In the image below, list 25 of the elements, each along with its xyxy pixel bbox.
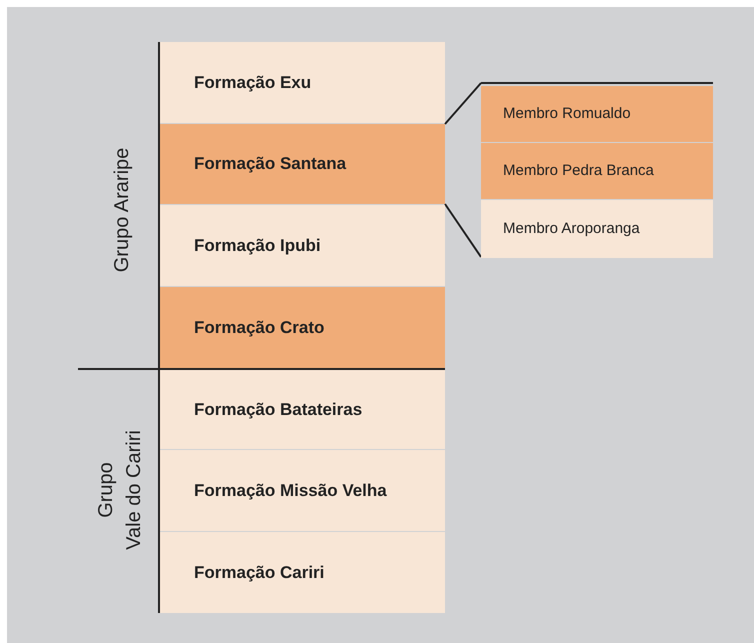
formation-row [160,205,445,286]
formation-name: Formação Exu [194,72,312,94]
formation-row [160,450,445,531]
member-name: Membro Aroporanga [503,218,640,239]
formation-name: Formação Santana [194,153,346,176]
expansion-line [444,82,482,125]
member-row [481,86,713,142]
formation-row [160,42,445,123]
formation-name: Formação Ipubi [194,234,321,257]
formation-row [160,532,445,613]
formation-name: Formação Batateiras [194,398,362,421]
member-row [481,143,713,199]
expansion-line [444,203,482,258]
formation-row [160,287,445,368]
member-name: Membro Romualdo [503,104,631,124]
group-label: Grupo Araripe [110,148,134,272]
member-row [481,200,713,258]
member-name: Membro Pedra Branca [503,160,654,181]
members-panel [481,82,713,258]
group-label: Grupo Vale do Cariri [94,429,146,552]
formation-name: Formação Crato [194,316,324,339]
formation-name: Formação Cariri [194,562,324,584]
formation-name: Formação Missão Velha [194,480,387,502]
formation-row [160,124,445,204]
formation-row [160,370,445,449]
